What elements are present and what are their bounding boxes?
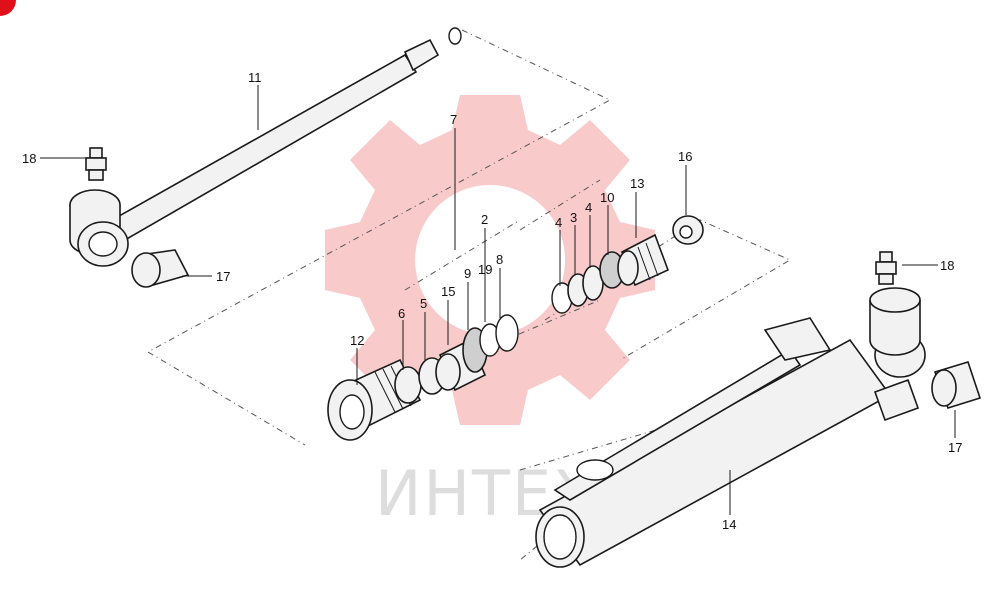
label-16: 16 <box>678 149 692 164</box>
part-bushing-right <box>931 361 982 409</box>
part-piston-rod <box>69 38 440 267</box>
part-guide-bushing <box>617 233 670 287</box>
label-19: 19 <box>478 262 492 277</box>
part-seal-8 <box>495 314 519 352</box>
leader-lines <box>40 85 956 515</box>
watermark-gear-icon <box>325 95 655 425</box>
label-18-right: 18 <box>940 258 954 273</box>
label-15: 15 <box>441 284 455 299</box>
part-ring-6 <box>394 366 422 404</box>
label-14: 14 <box>722 517 736 532</box>
label-18-left: 18 <box>22 151 36 166</box>
part-grease-nipple-left <box>85 147 107 181</box>
label-9: 9 <box>464 266 471 281</box>
label-4-a: 4 <box>555 215 562 230</box>
label-4-b: 4 <box>585 200 592 215</box>
label-17-left: 17 <box>216 269 230 284</box>
part-cylinder-body <box>535 287 926 568</box>
label-17-right: 17 <box>948 440 962 455</box>
label-2: 2 <box>481 212 488 227</box>
label-12: 12 <box>350 333 364 348</box>
label-10: 10 <box>600 190 614 205</box>
label-5: 5 <box>420 296 427 311</box>
label-8: 8 <box>496 252 503 267</box>
part-grease-nipple-right <box>875 251 897 285</box>
corner-badge <box>0 0 16 16</box>
label-13: 13 <box>630 176 644 191</box>
part-bushing-left <box>131 249 190 288</box>
label-6: 6 <box>398 306 405 321</box>
part-nut <box>672 215 704 245</box>
part-snap-ring <box>448 27 462 45</box>
label-11: 11 <box>248 70 262 85</box>
label-3: 3 <box>570 210 577 225</box>
label-7: 7 <box>450 112 457 127</box>
